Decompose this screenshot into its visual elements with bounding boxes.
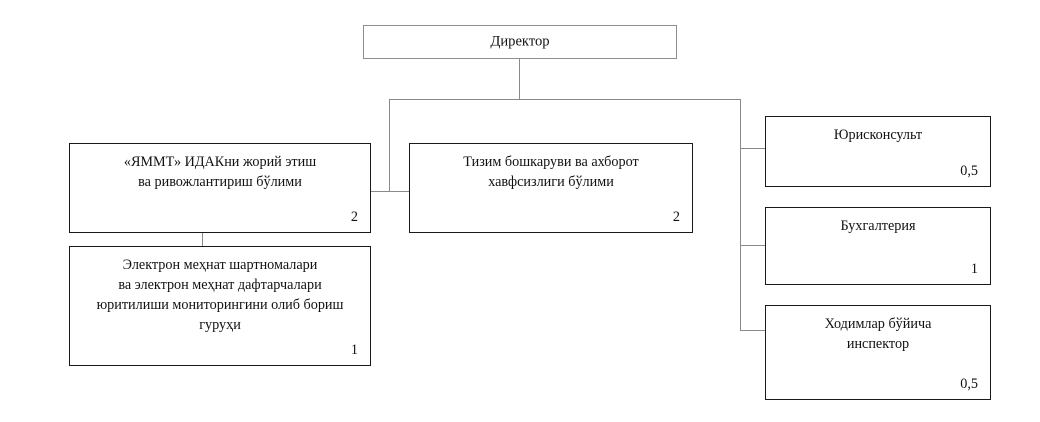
connector-right-trunk	[740, 99, 742, 331]
node-director[interactable]: Директор	[363, 25, 677, 59]
connector-yammt-to-monitoring	[202, 232, 204, 247]
node-monitoring-group[interactable]: Электрон меҳнат шартномалари ва электрон…	[69, 246, 371, 366]
node-yammt-department-count: 2	[350, 208, 358, 225]
connector-stub-hr-inspector	[740, 330, 766, 332]
connector-stub-yammt	[371, 191, 390, 193]
connector-director-drop	[519, 58, 521, 100]
node-hr-inspector-count: 0,5	[960, 375, 978, 392]
connector-main-bus	[389, 99, 741, 101]
node-director-label: Директор	[490, 33, 550, 50]
node-system-security-department-count: 2	[672, 208, 680, 225]
connector-stub-system-security	[389, 191, 410, 193]
node-accounting[interactable]: Бухгалтерия 1	[765, 207, 991, 285]
node-system-security-department-label: Тизим бошкаруви ва ахборот хавфсизлиги б…	[463, 154, 639, 191]
node-legal-counsel-count: 0,5	[960, 162, 978, 179]
connector-left-trunk	[389, 99, 391, 192]
node-hr-inspector[interactable]: Ходимлар бўйича инспектор 0,5	[765, 305, 991, 400]
node-legal-counsel[interactable]: Юрисконсульт 0,5	[765, 116, 991, 187]
node-accounting-count: 1	[970, 260, 978, 277]
node-legal-counsel-label: Юрисконсульт	[833, 127, 923, 143]
connector-stub-legal-counsel	[740, 148, 766, 150]
node-system-security-department[interactable]: Тизим бошкаруви ва ахборот хавфсизлиги б…	[409, 143, 693, 233]
node-monitoring-group-label: Электрон меҳнат шартномалари ва электрон…	[96, 257, 344, 334]
node-monitoring-group-count: 1	[350, 341, 358, 358]
connector-stub-accounting	[740, 245, 766, 247]
node-yammt-department-label: «ЯММТ» ИДАКни жорий этиш ва ривожлантири…	[123, 154, 317, 191]
node-hr-inspector-label: Ходимлар бўйича инспектор	[824, 316, 932, 353]
node-yammt-department[interactable]: «ЯММТ» ИДАКни жорий этиш ва ривожлантири…	[69, 143, 371, 233]
node-accounting-label: Бухгалтерия	[840, 218, 916, 234]
